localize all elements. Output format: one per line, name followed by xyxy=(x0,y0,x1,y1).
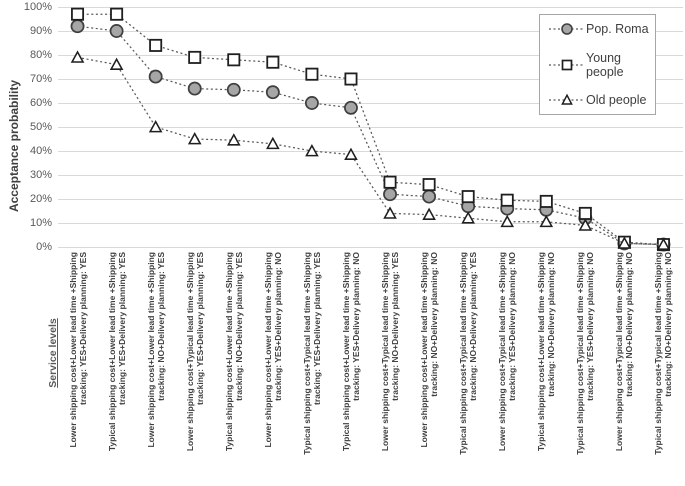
data-point-square xyxy=(422,178,436,192)
legend-label: Old people xyxy=(586,93,647,107)
data-point-triangle xyxy=(500,214,515,228)
data-point-circle xyxy=(148,69,163,84)
series-line-circle xyxy=(77,25,664,246)
x-axis-label-text: Lower shipping cost+Typical lead time +S… xyxy=(613,252,635,452)
y-axis-tick: 50% xyxy=(29,120,52,133)
y-axis-tick: 0% xyxy=(36,240,52,253)
x-axis-label-text: Typical shipping cost+Lower lead time +S… xyxy=(223,252,244,452)
data-point-square xyxy=(71,7,85,21)
data-point-triangle xyxy=(148,119,163,133)
x-axis-label: Lower shipping cost+Typical lead time +S… xyxy=(371,252,409,482)
y-axis-tick: 40% xyxy=(29,144,52,157)
legend-square-marker-icon xyxy=(549,59,585,70)
data-point-square xyxy=(266,55,280,69)
y-axis-tick: 70% xyxy=(29,72,52,85)
series-line-triangle xyxy=(77,56,664,246)
y-axis-tick: 60% xyxy=(29,96,52,109)
x-axis-label-text: Lower shipping cost+Typical lead time +S… xyxy=(184,252,205,452)
legend-item-pop-roma: Pop. Roma xyxy=(548,22,653,36)
data-point-square xyxy=(110,7,124,21)
y-axis-tick: 30% xyxy=(29,168,52,181)
y-axis-tick: 100% xyxy=(23,0,52,13)
x-axis-label: Typical shipping cost+Lower lead time +S… xyxy=(215,252,253,482)
data-point-square xyxy=(227,53,241,67)
x-axis-label: Typical shipping cost+Typical lead time … xyxy=(566,252,604,482)
data-point-square xyxy=(461,190,475,204)
x-axis-label-text: Lower shipping cost+Lower lead time +Shi… xyxy=(418,252,440,448)
y-axis-tick: 20% xyxy=(29,192,52,205)
x-axis-label-text: Typical shipping cost+Lower lead time +S… xyxy=(535,252,557,452)
data-point-square xyxy=(383,175,397,189)
data-point-square xyxy=(149,38,163,52)
data-point-circle xyxy=(265,85,280,100)
x-axis-label: Lower shipping cost+Typical lead time +S… xyxy=(488,252,526,482)
data-point-triangle xyxy=(344,147,358,160)
data-point-circle xyxy=(226,82,241,97)
data-point-circle xyxy=(109,24,124,38)
x-axis-label: Typical shipping cost+Lower lead time +S… xyxy=(527,252,565,482)
data-point-circle xyxy=(187,81,202,96)
x-axis-label-text: Lower shipping cost+Typical lead time +S… xyxy=(496,252,518,452)
y-axis-tick: 10% xyxy=(29,216,52,229)
data-point-triangle xyxy=(461,211,475,224)
x-axis-label-text: Typical shipping cost+Typical lead time … xyxy=(301,252,322,455)
legend-label: Young people xyxy=(586,50,624,79)
x-axis-label: Lower shipping cost+Lower lead time +Shi… xyxy=(410,252,448,482)
x-axis-label: Typical shipping cost+Typical lead time … xyxy=(293,252,331,482)
data-point-circle xyxy=(344,100,358,115)
data-point-square xyxy=(188,50,202,64)
x-axis-label: Lower shipping cost+Lower lead time +Shi… xyxy=(137,252,175,482)
data-point-circle xyxy=(383,187,397,202)
legend-item-young-people: Young people xyxy=(548,51,653,79)
x-axis-title: Service levels xyxy=(47,318,59,388)
data-point-triangle xyxy=(187,131,202,145)
data-point-triangle xyxy=(578,218,593,231)
x-axis-label-text: Typical shipping cost+Lower lead time +S… xyxy=(340,252,361,452)
x-axis-label-text: Lower shipping cost+Typical lead time +S… xyxy=(379,252,401,452)
legend-triangle-marker-icon xyxy=(549,93,585,105)
data-point-triangle xyxy=(305,143,319,157)
legend-circle-marker-icon xyxy=(549,23,585,35)
legend-label: Pop. Roma xyxy=(586,22,649,36)
x-axis-label: Typical shipping cost+Typical lead time … xyxy=(644,252,682,482)
data-point-square xyxy=(305,67,319,81)
data-point-square xyxy=(344,72,358,86)
data-point-circle xyxy=(70,19,85,34)
legend-item-old-people: Old people xyxy=(548,93,653,107)
x-axis-label: Lower shipping cost+Lower lead time +Shi… xyxy=(59,252,97,482)
data-point-triangle xyxy=(226,133,241,146)
data-point-square xyxy=(500,193,514,207)
data-point-triangle xyxy=(617,236,632,249)
data-point-square xyxy=(539,194,553,208)
data-point-square xyxy=(578,206,592,220)
x-axis-label-text: Typical shipping cost+Lower lead time +S… xyxy=(106,252,127,452)
data-point-circle xyxy=(422,189,437,204)
data-point-circle xyxy=(304,96,319,110)
data-point-triangle xyxy=(383,206,397,219)
x-axis-label-text: Lower shipping cost+Lower lead time +Shi… xyxy=(145,252,166,448)
data-point-triangle xyxy=(656,237,671,250)
y-axis-tick: 90% xyxy=(29,24,52,37)
x-axis-label-text: Typical shipping cost+Typical lead time … xyxy=(457,252,479,455)
data-point-triangle xyxy=(266,136,280,150)
y-axis-tick: 80% xyxy=(29,48,52,61)
x-axis-label: Typical shipping cost+Typical lead time … xyxy=(449,252,487,482)
data-point-triangle xyxy=(539,214,554,228)
x-axis-label: Typical shipping cost+Lower lead time +S… xyxy=(98,252,136,482)
data-point-triangle xyxy=(109,57,124,70)
x-axis-label-text: Lower shipping cost+Lower lead time +Shi… xyxy=(262,252,283,448)
x-axis-label-text: Typical shipping cost+Typical lead time … xyxy=(652,252,674,455)
x-axis-label: Lower shipping cost+Typical lead time +S… xyxy=(176,252,214,482)
data-point-triangle xyxy=(70,50,85,63)
x-axis-label: Lower shipping cost+Lower lead time +Shi… xyxy=(254,252,292,482)
x-axis-label-text: Typical shipping cost+Typical lead time … xyxy=(574,252,596,455)
x-axis-label: Typical shipping cost+Lower lead time +S… xyxy=(332,252,370,482)
x-axis-label-text: Lower shipping cost+Lower lead time +Shi… xyxy=(67,252,88,448)
legend: Pop. Roma Young people Old people xyxy=(539,14,656,115)
data-point-triangle xyxy=(422,207,436,220)
x-axis-label: Lower shipping cost+Typical lead time +S… xyxy=(605,252,643,482)
